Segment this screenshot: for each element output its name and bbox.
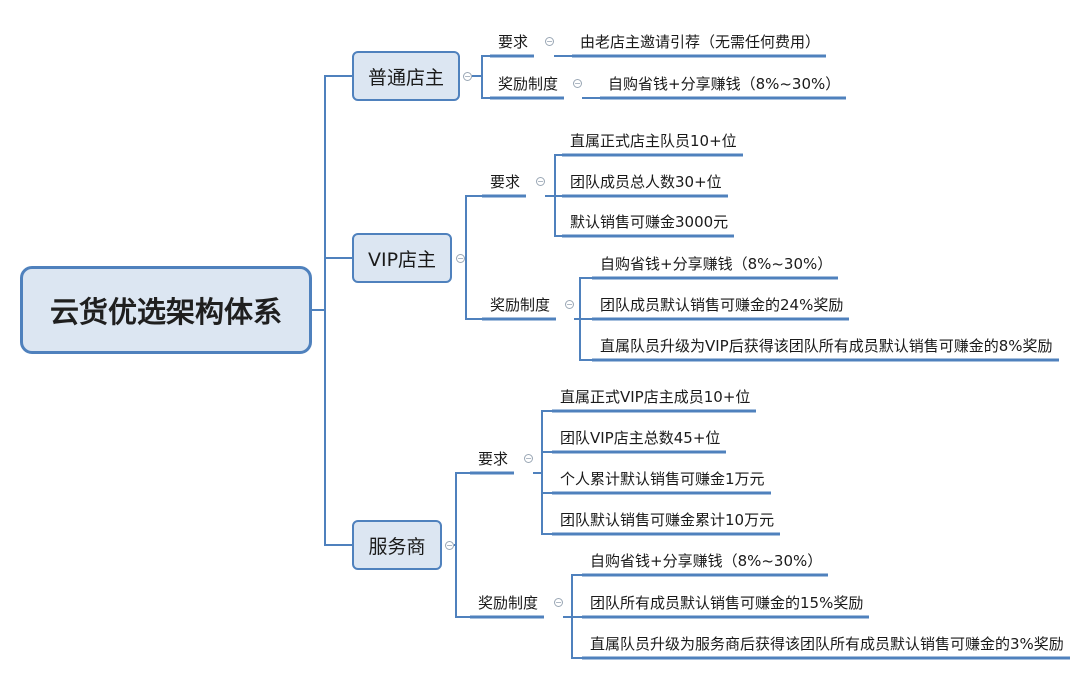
- connector-line: [465, 257, 482, 320]
- leaf-item: 团队所有成员默认销售可赚金的15%奖励: [590, 594, 864, 612]
- connector-line: [472, 55, 490, 77]
- connector-line: [465, 195, 482, 259]
- leaf-item: 个人累计默认销售可赚金1万元: [560, 470, 765, 488]
- branch-node-ordinary-shopowner[interactable]: 普通店主: [352, 51, 460, 101]
- connector-line: [533, 451, 552, 474]
- collapse-circle-icon[interactable]: −: [573, 79, 582, 88]
- connector-line: [454, 544, 470, 618]
- group-label-reward: 奖励制度: [498, 75, 559, 93]
- leaf-item: 团队VIP店主总数45+位: [560, 429, 721, 447]
- leaf-item: 团队默认销售可赚金累计10万元: [560, 511, 775, 529]
- group-label-requirement: 要求: [490, 173, 521, 191]
- connector-line: [574, 277, 592, 320]
- collapse-circle-icon[interactable]: −: [545, 37, 554, 46]
- leaf-item: 由老店主邀请引荐（无需任何费用）: [580, 33, 821, 51]
- collapse-circle-icon[interactable]: −: [463, 72, 472, 81]
- connector-line: [545, 154, 562, 197]
- group-label-reward: 奖励制度: [478, 594, 539, 612]
- leaf-item: 团队成员总人数30+位: [570, 173, 722, 191]
- connector-line: [563, 574, 582, 618]
- group-label-reward: 奖励制度: [490, 296, 551, 314]
- collapse-circle-icon[interactable]: −: [565, 300, 574, 309]
- collapse-circle-icon[interactable]: −: [524, 454, 533, 463]
- connector-line: [533, 472, 552, 535]
- connector-line: [312, 309, 352, 546]
- collapse-circle-icon[interactable]: −: [445, 541, 454, 550]
- leaf-item: 自购省钱+分享赚钱（8%~30%）: [600, 255, 833, 273]
- leaf-item: 直属正式VIP店主成员10+位: [560, 388, 751, 406]
- connector-line: [454, 472, 470, 546]
- branch-node-vip-shopowner[interactable]: VIP店主: [352, 233, 452, 283]
- connector-line: [563, 616, 582, 659]
- root-node[interactable]: 云货优选架构体系: [20, 266, 312, 354]
- leaf-item: 自购省钱+分享赚钱（8%~30%）: [608, 75, 841, 93]
- leaf-item: 自购省钱+分享赚钱（8%~30%）: [590, 552, 823, 570]
- connector-line: [574, 318, 592, 361]
- collapse-circle-icon[interactable]: −: [554, 598, 563, 607]
- collapse-circle-icon[interactable]: −: [536, 177, 545, 186]
- connector-line: [312, 257, 352, 311]
- connector-line: [312, 75, 352, 311]
- leaf-item: 直属队员升级为VIP后获得该团队所有成员默认销售可赚金的8%奖励: [600, 337, 1053, 355]
- leaf-item: 团队成员默认销售可赚金的24%奖励: [600, 296, 844, 314]
- connector-line: [472, 75, 490, 99]
- leaf-item: 直属正式店主队员10+位: [570, 132, 737, 150]
- group-label-requirement: 要求: [478, 450, 509, 468]
- collapse-circle-icon[interactable]: −: [456, 254, 465, 263]
- connector-line: [545, 195, 562, 237]
- group-label-requirement: 要求: [498, 33, 529, 51]
- branch-node-service-provider[interactable]: 服务商: [352, 520, 442, 570]
- leaf-item: 直属队员升级为服务商后获得该团队所有成员默认销售可赚金的3%奖励: [590, 635, 1064, 653]
- leaf-item: 默认销售可赚金3000元: [570, 213, 729, 231]
